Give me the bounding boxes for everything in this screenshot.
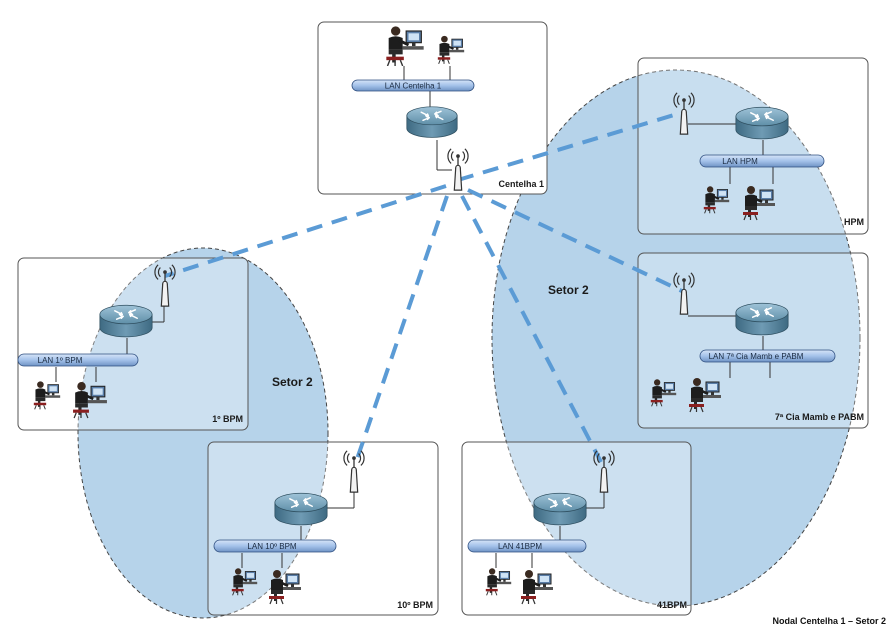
site-bpm1: LAN 1º BPM 1º BPM — [17, 263, 243, 424]
router-icon — [533, 492, 587, 526]
link-centelha-bpm10 — [354, 195, 449, 463]
site-hpm: LAN HPM HPM — [673, 91, 864, 227]
wireless-links — [164, 110, 685, 463]
lan-label-cia: LAN 7ª Cia Mamb e PABM — [709, 352, 804, 361]
lan-bar-bpm41 — [467, 539, 587, 553]
site-caption-centelha: Centelha 1 — [498, 179, 544, 189]
site-bpm10: LAN 10º BPM 10º BPM — [213, 449, 433, 610]
lan-label-bpm41: LAN 41BPM — [498, 542, 542, 551]
lan-bar-cia — [699, 349, 836, 363]
site-caption-bpm41: 41BPM — [657, 600, 687, 610]
lan-bar-bpm10 — [213, 539, 337, 553]
link-centelha-hpm — [457, 110, 685, 182]
lan-label-bpm1: LAN 1º BPM — [38, 356, 83, 365]
site-caption-bpm10: 10º BPM — [397, 600, 433, 610]
lan-label-centelha: LAN Centelha 1 — [385, 82, 442, 91]
link-centelha-cia — [467, 188, 685, 294]
lan-bar-hpm — [699, 154, 825, 168]
sector-label-right: Setor 2 — [548, 283, 589, 297]
router-icon — [99, 304, 153, 338]
site-panel-hpm — [637, 57, 869, 235]
site-caption-hpm: HPM — [844, 217, 864, 227]
sector-left-ellipse — [77, 247, 329, 619]
lan-label-bpm10: LAN 10º BPM — [247, 542, 297, 551]
lan-bar-centelha — [351, 79, 475, 92]
site-centelha: LAN Centelha 1 Centelha 1 — [351, 24, 544, 191]
site-panel-bpm10 — [207, 441, 439, 616]
site-bpm41: LAN 41BPM 41BPM — [467, 449, 687, 610]
site-caption-bpm1: 1º BPM — [212, 414, 243, 424]
site-caption-cia: 7ª Cia Mamb e PABM — [775, 412, 864, 422]
site-cia: LAN 7ª Cia Mamb e PABM 7ª Cia Mamb e PAB… — [650, 271, 864, 422]
site-panel-bpm41 — [461, 441, 692, 616]
site-panel-bpm1 — [17, 257, 249, 431]
router-icon — [274, 492, 328, 526]
lan-label-hpm: LAN HPM — [722, 157, 758, 166]
router-icon — [735, 106, 789, 140]
sector-label-left: Setor 2 — [272, 375, 313, 389]
router-icon — [406, 106, 458, 139]
lan-bar-bpm1 — [17, 353, 139, 367]
router-icon — [735, 302, 789, 336]
link-centelha-bpm1 — [164, 184, 447, 278]
diagram-title: Nodal Centelha 1 – Setor 2 — [772, 616, 886, 626]
site-panel-cia — [637, 252, 869, 429]
